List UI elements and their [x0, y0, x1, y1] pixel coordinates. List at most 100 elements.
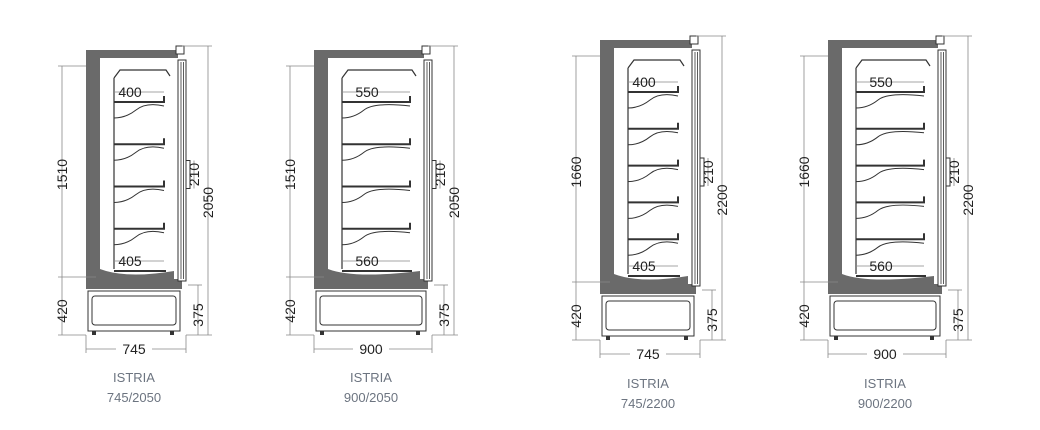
shelf — [628, 122, 679, 130]
shelf-bracket — [341, 188, 411, 203]
shelf-bracket — [855, 94, 925, 109]
display-height-label: 1510 — [54, 159, 70, 190]
back-panel — [341, 69, 417, 269]
model-size: 900/2200 — [858, 396, 912, 411]
base-height-label: 420 — [54, 299, 70, 323]
shelf — [342, 138, 411, 146]
shelf-bracket — [627, 241, 679, 256]
shelf — [342, 96, 411, 103]
door-top-hinge — [935, 35, 945, 45]
plinth-panel — [605, 300, 691, 331]
foot — [92, 331, 96, 335]
door-top-hinge — [689, 35, 699, 45]
model-size: 900/2050 — [344, 390, 398, 405]
shelf — [114, 222, 165, 230]
foot — [606, 336, 610, 340]
shelf-bottom-depth-label: 405 — [118, 253, 142, 269]
handle-height-label: 210 — [432, 163, 448, 187]
shelf-bracket — [855, 204, 925, 219]
cabinet-body — [314, 50, 428, 289]
shelf-bracket — [855, 167, 925, 183]
back-panel — [113, 69, 171, 269]
glass-door — [937, 49, 947, 287]
plinth-height-label: 375 — [436, 303, 452, 327]
shelf — [856, 233, 925, 241]
shelf — [628, 233, 679, 241]
model-size: 745/2200 — [621, 396, 675, 411]
shelf-bracket — [855, 241, 925, 256]
shelf — [114, 138, 165, 146]
shelf-bracket — [627, 204, 679, 219]
cabinet-body — [828, 40, 942, 294]
door-handle — [431, 160, 437, 189]
handle-height-label: 210 — [186, 163, 202, 187]
total-height-label: 2200 — [960, 184, 976, 215]
model-name: ISTRIA — [113, 370, 155, 385]
shelf-bottom-depth-label: 405 — [632, 258, 656, 274]
shelf — [114, 96, 165, 103]
shelf — [628, 159, 679, 167]
shelf-bracket — [113, 230, 165, 246]
door-top-hinge — [175, 45, 185, 55]
shelf-bracket — [341, 230, 411, 246]
glass-door — [177, 59, 187, 282]
width-label: 900 — [873, 346, 897, 362]
door-handle — [945, 157, 951, 187]
shelf-bracket — [113, 104, 165, 119]
shelf-top-depth-label: 550 — [355, 84, 379, 100]
display-height-label: 1510 — [282, 159, 298, 190]
foot — [930, 336, 934, 340]
foot — [834, 336, 838, 340]
base-height-label: 420 — [796, 304, 812, 328]
foot — [170, 331, 174, 335]
plinth-panel — [319, 295, 423, 326]
cabinet-body — [86, 50, 182, 289]
model-name: ISTRIA — [350, 370, 392, 385]
foot — [416, 331, 420, 335]
base-height-label: 420 — [568, 304, 584, 328]
total-height-label: 2050 — [200, 187, 216, 218]
plinth-height-label: 375 — [950, 308, 966, 332]
total-height-label: 2050 — [446, 187, 462, 218]
shelf-bracket — [341, 146, 411, 161]
plinth-height-label: 375 — [704, 308, 720, 332]
shelf — [628, 86, 679, 93]
door-handle — [185, 160, 191, 189]
width-label: 745 — [122, 341, 146, 357]
shelf — [856, 196, 925, 204]
shelf-top-depth-label: 400 — [632, 74, 656, 90]
handle-height-label: 210 — [946, 160, 962, 184]
cabinet-body — [600, 40, 696, 294]
shelf-bottom-depth-label: 560 — [869, 258, 893, 274]
shelf-bracket — [113, 188, 165, 203]
foot — [684, 336, 688, 340]
display-height-label: 1660 — [796, 156, 812, 187]
glass-door — [691, 49, 701, 287]
shelf-bracket — [627, 94, 679, 109]
plinth-panel — [91, 295, 177, 326]
door-handle — [699, 157, 705, 187]
shelf-top-depth-label: 550 — [869, 74, 893, 90]
model-name: ISTRIA — [627, 376, 669, 391]
model-size: 745/2050 — [107, 390, 161, 405]
plinth-height-label: 375 — [190, 303, 206, 327]
shelf-top-depth-label: 400 — [118, 84, 142, 100]
model-name: ISTRIA — [864, 376, 906, 391]
width-label: 900 — [359, 341, 383, 357]
total-height-label: 2200 — [714, 184, 730, 215]
shelf-bracket — [627, 130, 679, 146]
shelf-bottom-depth-label: 560 — [355, 253, 379, 269]
display-height-label: 1660 — [568, 156, 584, 187]
shelf-bracket — [855, 130, 925, 146]
handle-height-label: 210 — [700, 160, 716, 184]
shelf — [114, 180, 165, 188]
plinth-panel — [833, 300, 937, 331]
door-top-hinge — [421, 45, 431, 55]
shelf — [856, 159, 925, 167]
shelf — [856, 122, 925, 130]
